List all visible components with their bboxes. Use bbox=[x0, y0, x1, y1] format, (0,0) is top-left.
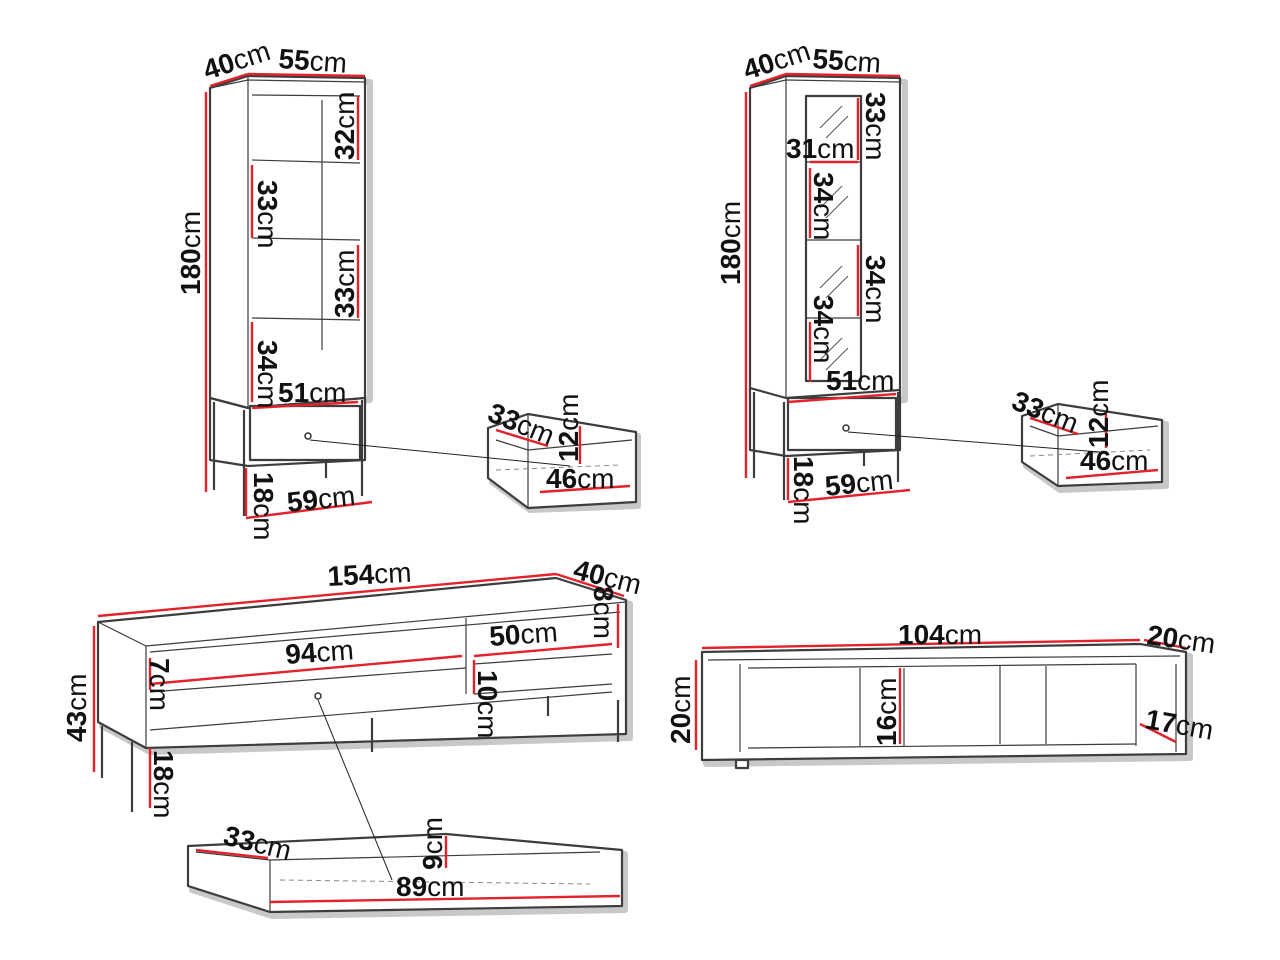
tv-leg-label: 18cm bbox=[148, 750, 179, 818]
bookcase-base-width-label: 59cm bbox=[285, 480, 356, 518]
vitrine-height-label: 180cm bbox=[715, 201, 746, 285]
tv-top-height-label: 8cm bbox=[588, 586, 619, 639]
bookcase-width-label: 55cm bbox=[278, 43, 348, 79]
bookcase-shelf4-label: 34cm bbox=[252, 340, 283, 408]
vitrine-shelf3-label: 34cm bbox=[860, 255, 891, 323]
bookcase-shelf1-label: 32cm bbox=[329, 92, 360, 160]
vitrine-width-label: 55cm bbox=[812, 43, 882, 79]
bookcase-drawer-width-label: 46cm bbox=[546, 463, 614, 494]
shelf-depth-label: 20cm bbox=[1145, 619, 1217, 659]
tv-depth-label: 40cm bbox=[571, 554, 645, 601]
shelf-end-depth-label: 17cm bbox=[1143, 703, 1216, 745]
vitrine-drawer-height-label: 12cm bbox=[1083, 380, 1114, 448]
tv-drawer-height-label: 9cm bbox=[417, 817, 448, 870]
tv-height-label: 43cm bbox=[61, 674, 92, 742]
vitrine-shelf1-label: 33cm bbox=[860, 92, 891, 160]
shelf-width-label: 104cm bbox=[898, 619, 982, 650]
tv-drawer-width-label: 89cm bbox=[396, 871, 464, 902]
shelf-inner-height-label: 16cm bbox=[871, 678, 902, 746]
tv-compartment-left-label: 7cm bbox=[144, 658, 175, 711]
vitrine-inner-width-top-label: 31cm bbox=[786, 133, 854, 164]
bookcase-shelf3-label: 33cm bbox=[329, 250, 360, 318]
vitrine-base-width-label: 59cm bbox=[823, 464, 894, 502]
bookcase-shelf2-label: 33cm bbox=[252, 180, 283, 248]
vitrine-shelf4-label: 34cm bbox=[808, 295, 839, 363]
wall-shelf: 104cm 20cm 20cm 16cm 17cm bbox=[665, 619, 1217, 770]
shelf-height-label: 20cm bbox=[665, 676, 696, 744]
vitrine-shelf2-label: 34cm bbox=[808, 172, 839, 240]
tv-width-label: 154cm bbox=[327, 557, 413, 592]
tv-stand: 154cm 40cm 43cm 8cm 94cm 50cm 7cm 10cm 1… bbox=[61, 554, 645, 919]
tv-compartment-right-label: 10cm bbox=[472, 670, 503, 738]
vitrine-inner-width-label: 51cm bbox=[826, 365, 894, 396]
tv-inner-width-left-label: 94cm bbox=[284, 634, 354, 670]
open-bookcase: 40cm 55cm 180cm 32cm 33cm 33cm 34cm 51cm… bbox=[175, 35, 641, 540]
vitrine-drawer-width-label: 46cm bbox=[1080, 445, 1148, 476]
tv-inner-width-right-label: 50cm bbox=[488, 616, 558, 652]
bookcase-drawer-height-label: 12cm bbox=[553, 394, 584, 462]
bookcase-leg-label: 18cm bbox=[248, 472, 279, 540]
bookcase-height-label: 180cm bbox=[175, 211, 206, 295]
bookcase-inner-width-label: 51cm bbox=[278, 377, 346, 408]
vitrine-leg-label: 18cm bbox=[788, 456, 819, 524]
glass-vitrine: 40cm 55cm 180cm 33cm 31cm 34cm 34cm 34cm… bbox=[715, 35, 1169, 524]
